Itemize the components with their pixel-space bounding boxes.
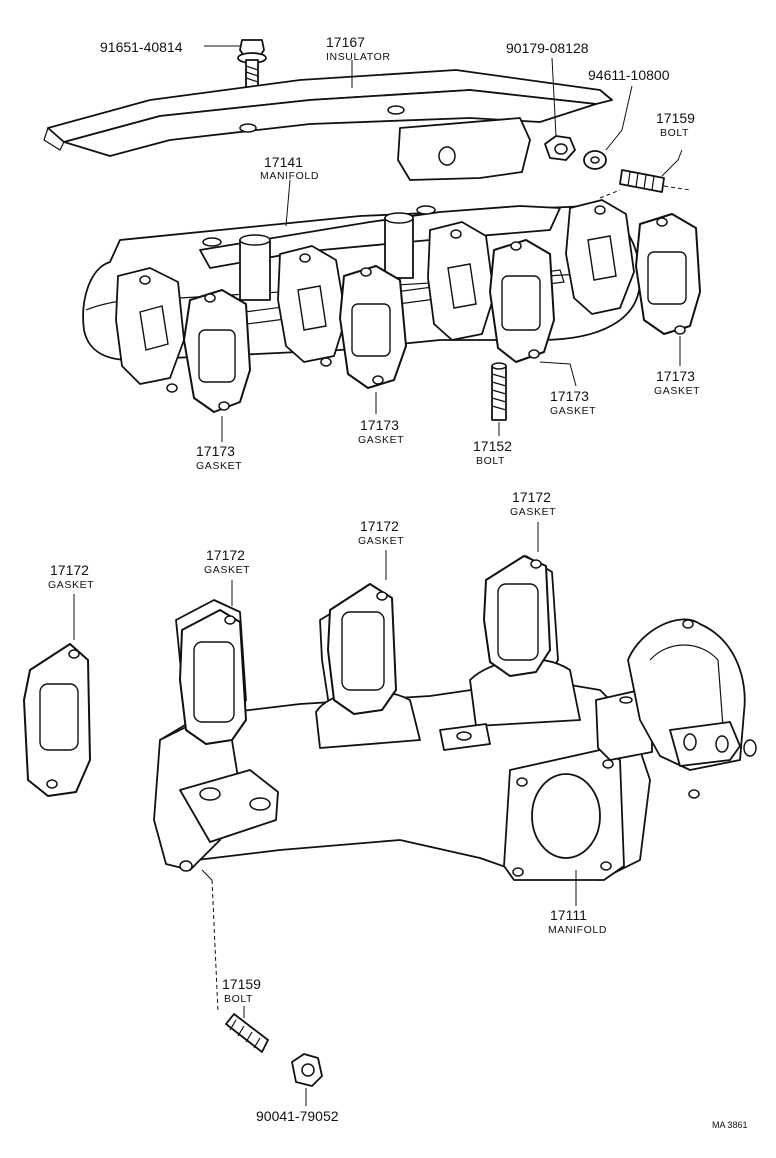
gasket-17173-1 [183,289,251,413]
label-stud-top-number: 17159 [656,110,695,126]
stud-bolt-mid [491,362,507,421]
label-insulator-number: 17167 [326,34,365,50]
label-manifold-lower-name: MANIFOLD [548,924,607,936]
stud-bolt-top [619,169,665,193]
label-gasket-a-name: GASKET [196,460,242,472]
label-nut-bottom-number: 90041-79052 [256,1108,339,1124]
label-gasket-d-name: GASKET [654,385,700,397]
label-washer-number: 94611-10800 [588,67,670,83]
stud-hole-axis [599,189,621,199]
label-manifold-upper-number: 17141 [264,154,303,170]
leader-washer [605,85,633,151]
heat-insulator [43,69,613,181]
stud-axis-bottom [211,879,219,1013]
label-gasket-e-number: 17172 [50,562,89,578]
label-gasket-h-name: GASKET [510,506,556,518]
label-gasket-g-name: GASKET [358,535,404,547]
gasket-17172-2 [327,583,397,715]
figure-code: MA 3861 [712,1120,748,1130]
label-gasket-b-number: 17173 [360,417,399,433]
gasket-17172-loose [23,643,91,797]
gasket-17173-4 [635,213,701,335]
label-gasket-h-number: 17172 [512,489,551,505]
stud-axis-top [663,185,691,191]
hex-nut-bottom [291,1053,323,1087]
hex-nut-top [544,135,576,161]
label-gasket-a-number: 17173 [196,443,235,459]
gasket-17172-1 [179,609,247,745]
label-nut-top-number: 90179-08128 [506,40,589,56]
label-gasket-c-name: GASKET [550,405,596,417]
label-stud-mid-number: 17152 [473,438,512,454]
label-stud-bottom-name: BOLT [224,993,253,1005]
leader-gasket-c [539,361,577,387]
label-gasket-f-name: GASKET [204,564,250,576]
leader-nut-top [551,57,557,137]
label-manifold-lower-number: 17111 [550,907,587,923]
gasket-17173-2 [339,265,407,389]
label-stud-mid-name: BOLT [476,455,505,467]
gasket-17173-3 [489,239,555,363]
label-gasket-g-number: 17172 [360,518,399,534]
flange-bolt [237,39,267,89]
label-gasket-e-name: GASKET [48,579,94,591]
label-gasket-b-name: GASKET [358,434,404,446]
label-bolt-top-number: 91651-40814 [100,39,183,55]
leader-stud-top [661,149,683,177]
label-insulator-name: INSULATOR [326,51,391,63]
label-manifold-upper-name: MANIFOLD [260,170,319,182]
label-gasket-f-number: 17172 [206,547,245,563]
label-gasket-d-number: 17173 [656,368,695,384]
leader-manifold-upper [285,179,291,227]
stud-bolt-bottom [225,1013,269,1053]
plain-washer [583,150,607,170]
stud-axis-link [201,869,213,881]
label-stud-top-name: BOLT [660,127,689,139]
gasket-17172-3 [483,555,551,677]
label-gasket-c-number: 17173 [550,388,589,404]
label-stud-bottom-number: 17159 [222,976,261,992]
